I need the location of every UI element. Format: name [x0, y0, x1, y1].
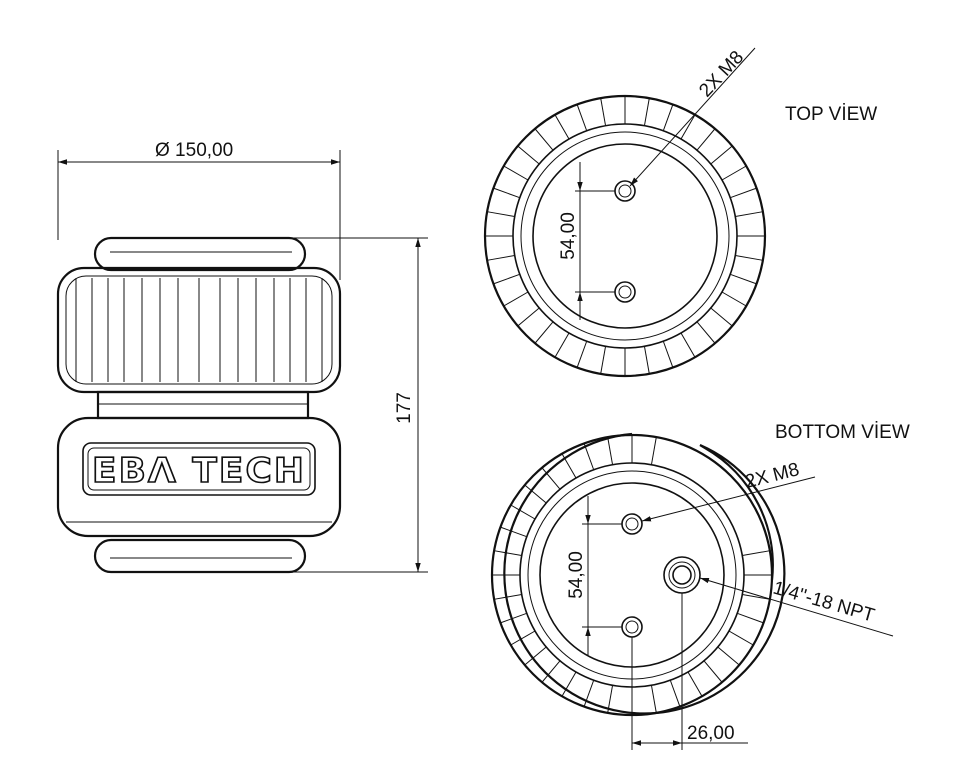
bottom-spacing-label: 54,00 [566, 551, 587, 599]
air-port [663, 556, 701, 594]
bottom-stud-hole-lower [621, 616, 643, 638]
top-outer-circle [483, 94, 767, 378]
brand-logo: EBΛ TECH [92, 451, 306, 491]
height-dimension: 177 [292, 237, 428, 573]
top-stud-hole-lower [614, 281, 636, 303]
bottom-view-title: BOTTOM VİEW [775, 422, 910, 443]
bottom-outer-contour [503, 432, 786, 715]
upper-bellow [56, 266, 342, 394]
top-thread-label: 2X M8 [695, 47, 748, 101]
port-label: 1/4''-18 NPT [771, 578, 878, 627]
lower-piston: EBΛ TECH [56, 416, 342, 538]
top-plate [93, 236, 307, 272]
diameter-dimension: Ø 150,00 [57, 140, 341, 280]
side-view: Ø 150,00 177 EBΛ TECH [56, 140, 428, 574]
bottom-stud-hole-upper [621, 513, 643, 535]
height-label: 177 [394, 392, 415, 424]
diameter-label: Ø 150,00 [155, 140, 233, 161]
top-view-title: TOP VİEW [785, 104, 877, 125]
top-spacing-label: 54,00 [558, 212, 579, 260]
top-view: TOP VİEW 54,00 2X M8 [483, 47, 877, 378]
bottom-view: BOTTOM VİEW 54,00 2X M8 [490, 422, 910, 750]
bottom-plate [93, 538, 307, 574]
offset-label: 26,00 [687, 723, 735, 744]
